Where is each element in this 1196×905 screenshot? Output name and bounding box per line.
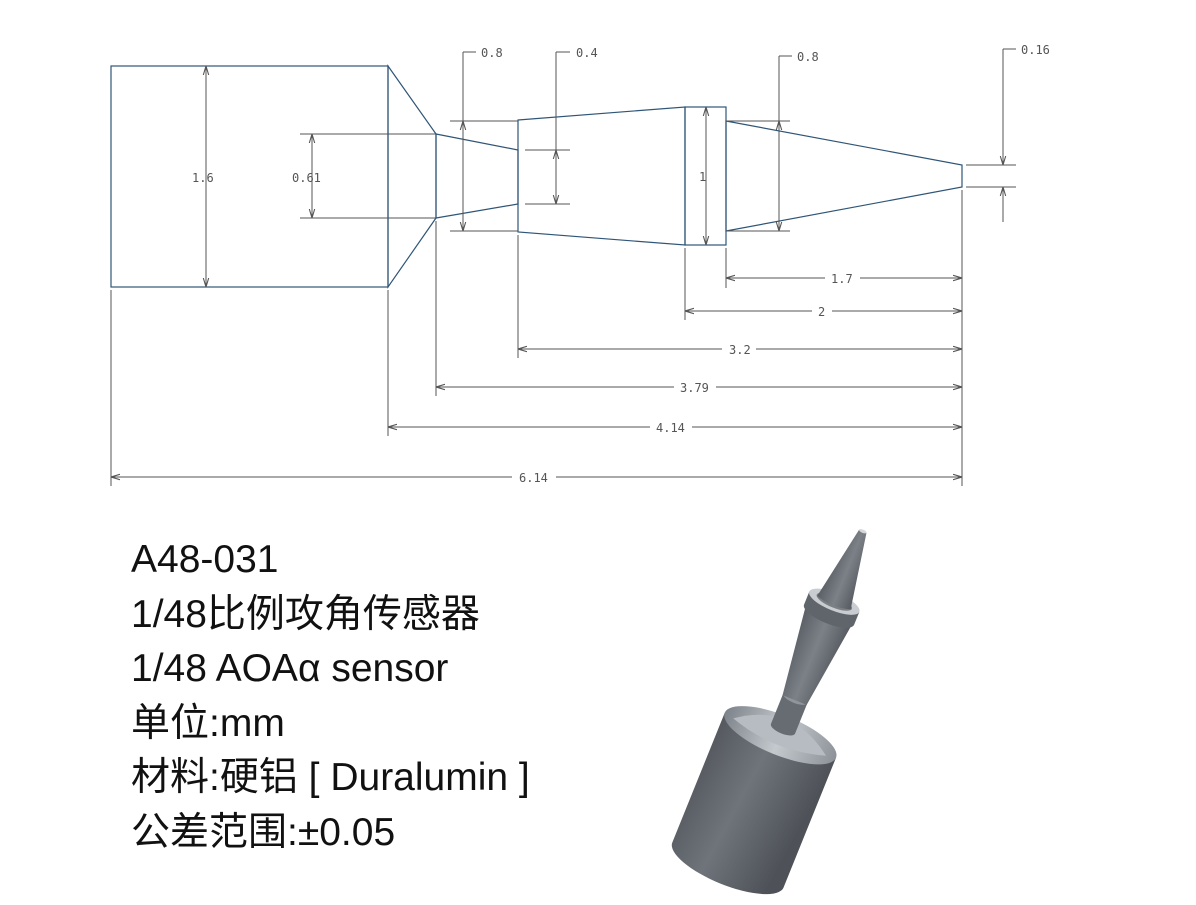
dim-label-4-14: 4.14 [656, 421, 685, 435]
title-english: 1/48 AOAα sensor [131, 647, 449, 690]
tolerance-label: 公差范围:±0.05 [131, 810, 396, 854]
dim-label-1-7: 1.7 [831, 272, 853, 286]
unit-label: 单位:mm [131, 701, 285, 745]
title-chinese: 1/48比例攻角传感器 [131, 592, 480, 636]
part-info-block: A48-031 1/48比例攻角传感器 1/48 AOAα sensor 单位:… [131, 533, 530, 860]
part-number: A48-031 [131, 538, 279, 581]
sensor-model [671, 529, 867, 895]
dim-label-1: 1 [699, 170, 706, 184]
dim-label-0-8-right: 0.8 [797, 50, 819, 64]
material-label: 材料:硬铝 [ Duralumin ] [131, 756, 530, 799]
dimension-labels: 1.6 0.61 0.8 0.4 1 0.8 0.16 1.7 2 3.2 3.… [192, 43, 1050, 485]
dim-label-1-6: 1.6 [192, 171, 214, 185]
dim-label-6-14: 6.14 [519, 471, 548, 485]
dim-label-3-79: 3.79 [680, 381, 709, 395]
dim-label-0-16: 0.16 [1021, 43, 1050, 57]
dim-label-3-2: 3.2 [729, 343, 751, 357]
dim-label-0-4: 0.4 [576, 46, 598, 60]
dimension-lines [110, 48, 1016, 486]
dim-label-0-8-left: 0.8 [481, 46, 503, 60]
dim-label-0-61: 0.61 [292, 171, 321, 185]
dim-label-2: 2 [818, 305, 825, 319]
tip-cone-outline [725, 120, 963, 232]
